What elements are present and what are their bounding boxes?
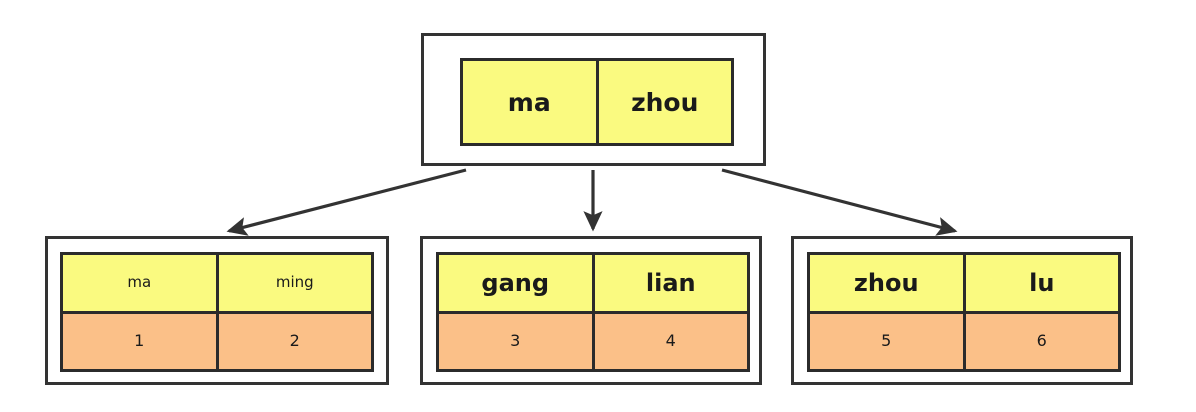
leaf-node-right-celltable: zhou lu 5 6 bbox=[807, 252, 1121, 372]
leaf-node-middle-key-cell-1[interactable]: lian bbox=[591, 255, 747, 311]
root-node-key-cell-0[interactable]: ma bbox=[463, 61, 596, 143]
leaf-node-left-value-row: 1 2 bbox=[63, 310, 371, 369]
leaf-node-right-key-row: zhou lu bbox=[810, 255, 1118, 311]
leaf-node-middle-key-row: gang lian bbox=[439, 255, 747, 311]
leaf-node-left-key-cell-0[interactable]: ma bbox=[63, 255, 216, 311]
root-node-key-row: ma zhou bbox=[463, 61, 731, 143]
root-node-celltable: ma zhou bbox=[460, 58, 734, 146]
leaf-node-left-key-row: ma ming bbox=[63, 255, 371, 311]
leaf-node-left-value-cell-1[interactable]: 2 bbox=[215, 313, 371, 369]
leaf-node-middle-celltable: gang lian 3 4 bbox=[436, 252, 750, 372]
edge-root-to-left bbox=[226, 168, 467, 236]
leaf-node-left[interactable]: ma ming 1 2 bbox=[45, 236, 389, 385]
leaf-node-middle[interactable]: gang lian 3 4 bbox=[420, 236, 762, 385]
edge-root-to-right bbox=[721, 168, 958, 236]
leaf-node-right-key-cell-0[interactable]: zhou bbox=[810, 255, 963, 311]
leaf-node-right[interactable]: zhou lu 5 6 bbox=[791, 236, 1133, 385]
leaf-node-left-key-cell-1[interactable]: ming bbox=[215, 255, 371, 311]
root-node-key-cell-1[interactable]: zhou bbox=[595, 61, 731, 143]
leaf-node-left-celltable: ma ming 1 2 bbox=[60, 252, 374, 372]
leaf-node-middle-key-cell-0[interactable]: gang bbox=[439, 255, 592, 311]
leaf-node-right-value-row: 5 6 bbox=[810, 310, 1118, 369]
leaf-node-right-value-cell-0[interactable]: 5 bbox=[810, 313, 963, 369]
leaf-node-right-value-cell-1[interactable]: 6 bbox=[962, 313, 1118, 369]
leaf-node-middle-value-row: 3 4 bbox=[439, 310, 747, 369]
root-node[interactable]: ma zhou bbox=[421, 33, 766, 166]
leaf-node-middle-value-cell-0[interactable]: 3 bbox=[439, 313, 592, 369]
leaf-node-middle-value-cell-1[interactable]: 4 bbox=[591, 313, 747, 369]
leaf-node-left-value-cell-0[interactable]: 1 bbox=[63, 313, 216, 369]
leaf-node-right-key-cell-1[interactable]: lu bbox=[962, 255, 1118, 311]
